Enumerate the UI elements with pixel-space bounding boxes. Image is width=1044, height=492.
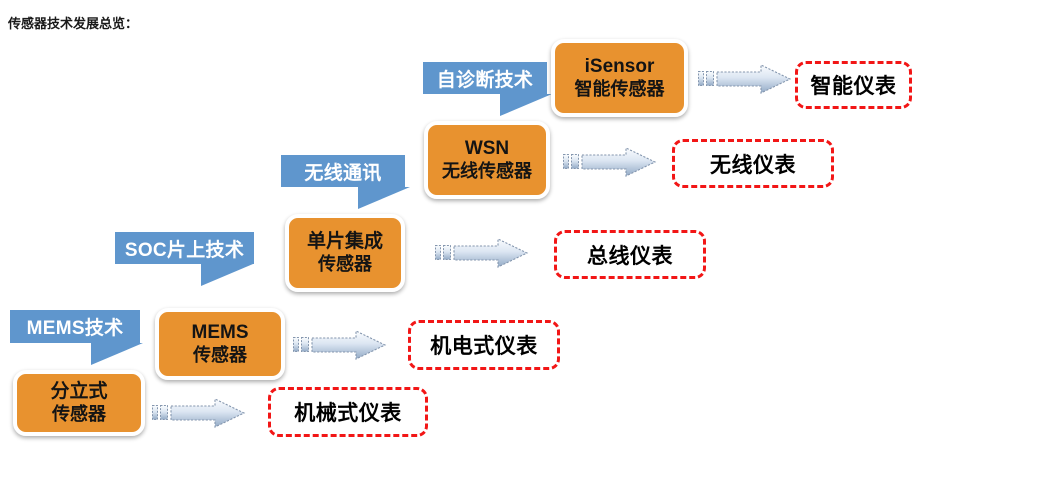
- callout-label: SOC片上技术: [124, 239, 245, 261]
- target-intelligent-instrument[interactable]: 智能仪表: [795, 61, 912, 109]
- callout-tail-icon: [357, 187, 410, 209]
- target-label: 无线仪表: [710, 153, 796, 177]
- sensor-box-line1: iSensor: [584, 56, 655, 78]
- arrow-wsn-to-target: [563, 145, 659, 179]
- sensor-box-mems[interactable]: MEMS 传感器: [155, 308, 285, 380]
- page-title: 传感器技术发展总览：: [8, 16, 139, 31]
- sensor-box-line2: 传感器: [318, 253, 372, 274]
- callout-wireless-communication[interactable]: 无线通讯: [281, 155, 410, 209]
- callout-self-diagnosis[interactable]: 自诊断技术: [423, 62, 552, 116]
- target-wireless-instrument[interactable]: 无线仪表: [672, 139, 834, 188]
- callout-tail-icon: [90, 343, 143, 365]
- block-arrow-right-icon: [293, 330, 387, 360]
- sensor-box-line1: WSN: [464, 138, 510, 160]
- target-bus-instrument[interactable]: 总线仪表: [554, 230, 706, 279]
- sensor-box-isensor[interactable]: iSensor 智能传感器: [551, 39, 688, 117]
- block-arrow-right-icon: [435, 238, 529, 268]
- sensor-box-line1: 分立式: [50, 381, 108, 403]
- callout-mems-technology[interactable]: MEMS技术: [10, 310, 143, 365]
- target-label: 机械式仪表: [294, 402, 402, 425]
- callout-tail-icon: [201, 264, 254, 286]
- block-arrow-right-icon: [152, 398, 246, 428]
- sensor-box-line1: 单片集成: [306, 231, 383, 253]
- sensor-box-wsn[interactable]: WSN 无线传感器: [424, 121, 550, 199]
- sensor-box-line2: 智能传感器: [574, 78, 665, 99]
- block-arrow-right-icon: [563, 147, 657, 177]
- block-arrow-right-icon: [698, 64, 792, 94]
- callout-tail-icon: [499, 94, 552, 116]
- target-label: 机电式仪表: [430, 335, 538, 358]
- arrow-isensor-to-target: [698, 62, 794, 96]
- callout-label: MEMS技术: [26, 318, 124, 339]
- sensor-box-discrete[interactable]: 分立式 传感器: [13, 370, 145, 436]
- arrow-soc-to-target: [435, 236, 531, 270]
- arrow-mems-to-target: [293, 328, 389, 362]
- callout-label: 无线通讯: [304, 162, 382, 184]
- sensor-box-soc[interactable]: 单片集成 传感器: [285, 214, 405, 292]
- sensor-box-line2: 传感器: [52, 403, 106, 424]
- sensor-box-line1: MEMS: [191, 322, 249, 344]
- target-label: 总线仪表: [587, 244, 673, 268]
- target-label: 智能仪表: [810, 75, 897, 98]
- sensor-box-line2: 传感器: [193, 344, 247, 365]
- target-mechanical-instrument[interactable]: 机械式仪表: [268, 387, 428, 437]
- sensor-box-line2: 无线传感器: [442, 160, 532, 181]
- arrow-discrete-to-target: [152, 396, 248, 430]
- callout-soc-technology[interactable]: SOC片上技术: [115, 232, 254, 286]
- callout-label: 自诊断技术: [436, 69, 534, 91]
- target-electromechanical-instrument[interactable]: 机电式仪表: [408, 320, 560, 370]
